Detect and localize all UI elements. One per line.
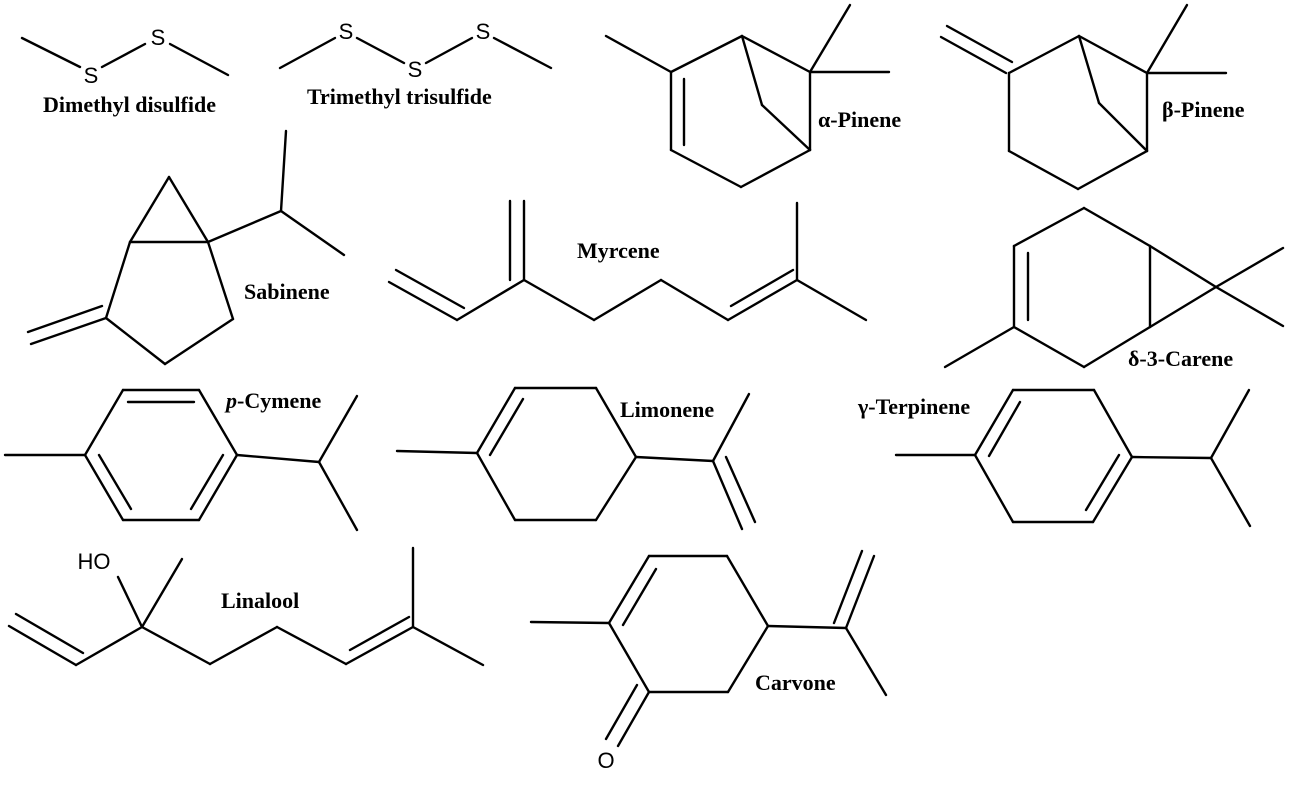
bonds-linalool (7, 546, 485, 667)
molecule-name-limonene: Limonene (620, 397, 714, 422)
bonds-carvone (529, 549, 888, 748)
molecule-dimethyl-disulfide: S S Dimethyl disulfide (20, 25, 230, 117)
bonds-alpha-pinene (604, 3, 891, 189)
bonds-p-cymene (3, 388, 359, 532)
molecule-name-prefix: p (224, 388, 237, 413)
molecule-name-delta-3-carene: δ-3-Carene (1128, 346, 1233, 371)
molecule-sabinene: Sabinene (26, 129, 346, 366)
bonds-myrcene (387, 199, 868, 322)
molecule-name-carvone: Carvone (755, 670, 836, 695)
molecule-name-beta-pinene: β-Pinene (1162, 97, 1245, 122)
bonds-delta-3-carene (943, 206, 1285, 369)
molecule-name-myrcene: Myrcene (577, 238, 660, 263)
atom-label-hydroxyl: HO (78, 549, 111, 574)
bonds-sabinene (26, 129, 346, 366)
atom-label-sulfur: S (84, 63, 99, 88)
atom-label-oxygen: O (597, 748, 614, 773)
molecule-name-linalool: Linalool (221, 588, 299, 613)
atom-label-sulfur: S (476, 19, 491, 44)
molecule-name-gamma-terpinene: γ-Terpinene (857, 394, 970, 419)
molecule-name-p-cymene: p-Cymene (224, 388, 322, 413)
molecule-name-sabinene: Sabinene (244, 279, 330, 304)
molecule-name-dimethyl-disulfide: Dimethyl disulfide (43, 92, 216, 117)
molecule-name-suffix: -Cymene (237, 388, 322, 413)
molecule-myrcene: Myrcene (387, 199, 868, 322)
molecule-alpha-pinene: α-Pinene (604, 3, 901, 189)
bonds-dimethyl-disulfide (20, 36, 230, 77)
bonds-trimethyl-trisulfide (278, 36, 553, 70)
atom-label-sulfur: S (339, 19, 354, 44)
bonds-gamma-terpinene (894, 388, 1252, 528)
molecule-trimethyl-trisulfide: S S S Trimethyl trisulfide (278, 19, 553, 109)
bonds-limonene (395, 386, 757, 531)
molecule-name-trimethyl-trisulfide: Trimethyl trisulfide (307, 84, 492, 109)
atom-label-sulfur: S (408, 57, 423, 82)
molecule-linalool: HO Linalool (7, 546, 485, 667)
molecule-delta-3-carene: δ-3-Carene (943, 206, 1285, 371)
molecule-carvone: O Carvone (529, 549, 888, 773)
molecule-limonene: Limonene (395, 386, 757, 531)
molecule-p-cymene: p-Cymene (3, 388, 359, 532)
bonds-beta-pinene (939, 3, 1228, 191)
molecule-beta-pinene: β-Pinene (939, 3, 1245, 191)
molecule-name-alpha-pinene: α-Pinene (818, 107, 901, 132)
molecule-gamma-terpinene: γ-Terpinene (857, 388, 1252, 528)
atom-label-sulfur: S (151, 25, 166, 50)
